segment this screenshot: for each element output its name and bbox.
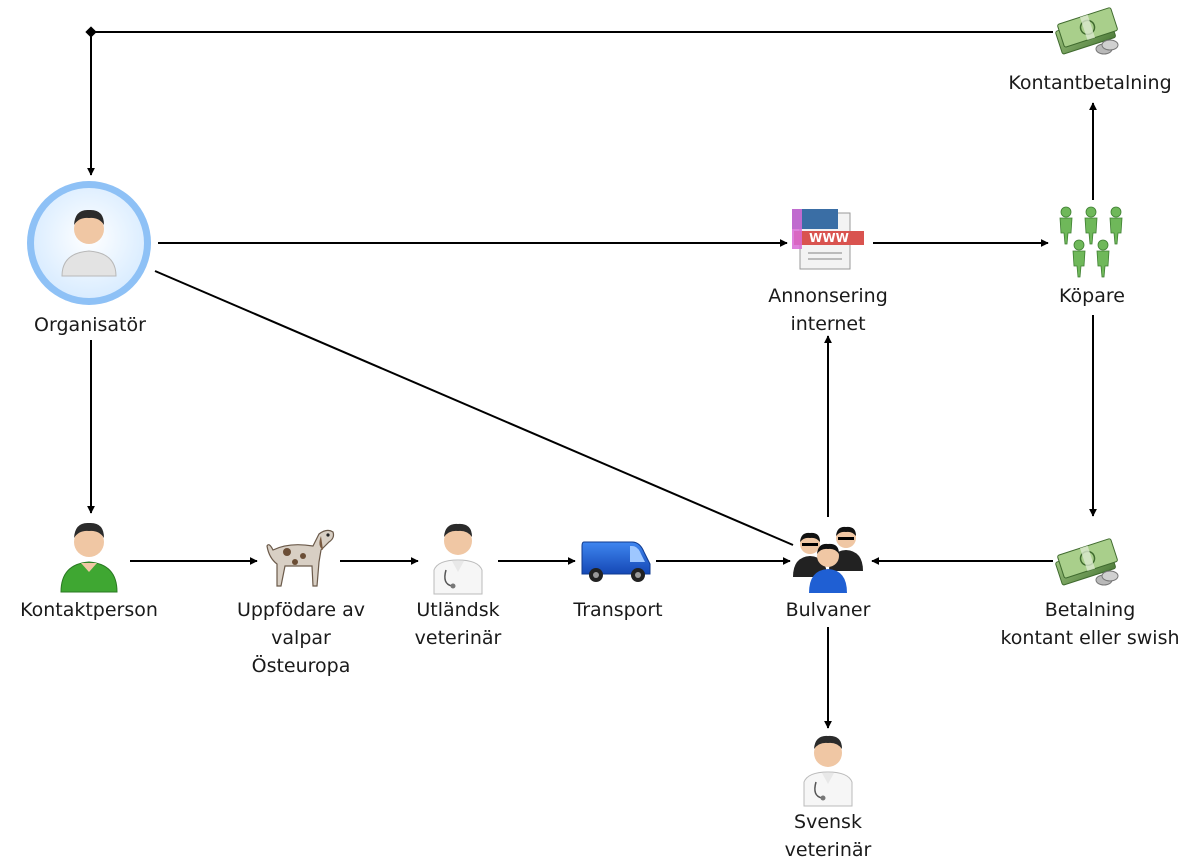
dog-icon: [266, 529, 335, 587]
label-kontaktperson: Kontaktperson: [20, 599, 158, 621]
label-betalning: Betalning kontant eller swish: [1000, 599, 1180, 649]
label-organisator: Organisatör: [34, 314, 146, 336]
money-stack-icon: [1055, 538, 1119, 586]
van-icon: [581, 541, 651, 582]
money-stack-icon: [1055, 7, 1119, 55]
label-annonsering-internet: Annonsering internet: [768, 285, 888, 335]
doctor-icon: [803, 735, 853, 807]
label-uppfodare: Uppfödare av valpar Östeuropa: [236, 599, 366, 677]
svg-text:WWW: WWW: [809, 231, 849, 245]
edges: [85, 26, 1097, 729]
edge-organisator-bulvaner: [154, 270, 794, 546]
group-icon: [793, 526, 863, 593]
edge-kontantbetalning-organisator: [87, 31, 1053, 176]
label-transport: Transport: [573, 599, 663, 621]
group-icon: [1059, 206, 1123, 278]
doctor-icon: [433, 523, 483, 595]
web-page-icon: WWW: [792, 209, 864, 270]
label-bulvaner: Bulvaner: [785, 599, 871, 621]
person-icon: [27, 181, 151, 305]
label-utlandsk-veterinar: Utländsk veterinär: [414, 599, 502, 649]
label-svensk-veterinar: Svensk veterinär: [784, 811, 872, 861]
junction-marker: [85, 26, 97, 38]
person-icon: [60, 522, 118, 593]
label-kontantbetalning: Kontantbetalning: [1008, 72, 1172, 94]
label-kopare: Köpare: [1059, 285, 1125, 307]
